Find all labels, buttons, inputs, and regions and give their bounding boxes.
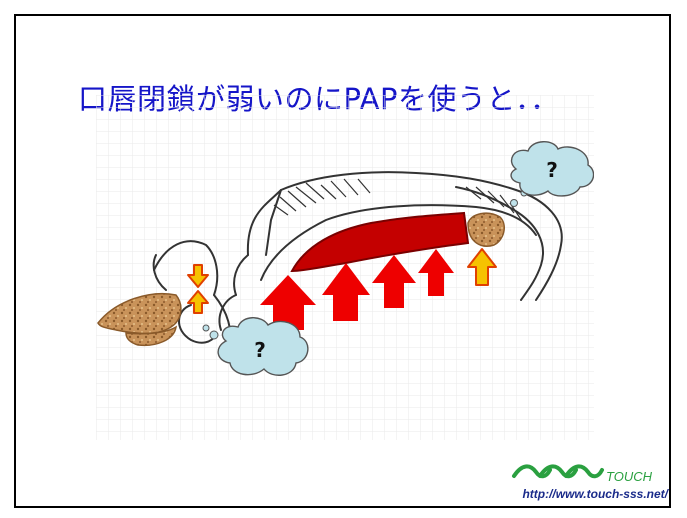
bone-hatching [273, 178, 523, 222]
question-bubble-left: ? [202, 317, 309, 376]
palate-outline [152, 171, 563, 356]
mucus-lips-lower [125, 325, 177, 347]
question-mark-right: ? [546, 158, 558, 182]
website-url[interactable]: http://www.touch-sss.net/ [522, 487, 668, 501]
question-mark-left: ? [254, 338, 266, 362]
lip-arrows [187, 264, 209, 314]
pressure-arrow-2 [322, 263, 370, 321]
logo-text: TOUCH [606, 469, 653, 484]
touch-logo: TOUCH [512, 464, 653, 484]
lip-arrow-up [187, 290, 209, 314]
mucus-throat [467, 212, 506, 247]
oral-cavity-illustration: ? ? [96, 95, 594, 440]
pressure-arrow-1 [260, 275, 316, 330]
lip-arrow-down [187, 264, 209, 288]
pressure-arrow-3 [372, 255, 416, 308]
pap-pressure-arrows [260, 249, 454, 330]
pressure-arrow-4 [418, 249, 454, 296]
mucus-lips [97, 293, 182, 335]
throat-arrow-up [467, 248, 497, 286]
question-bubble-right: ? [510, 141, 594, 207]
tongue [290, 211, 470, 273]
